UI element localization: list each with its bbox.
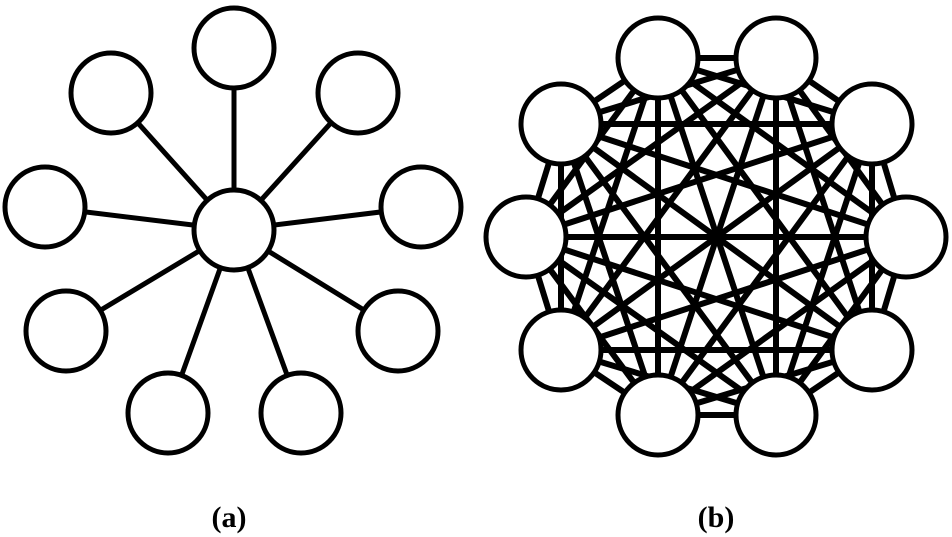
mesh-node-5 bbox=[829, 307, 915, 393]
mesh-nodes bbox=[483, 15, 949, 458]
outer-node-1 bbox=[191, 5, 277, 91]
mesh-edge-3 bbox=[655, 55, 909, 240]
outer-node-6 bbox=[23, 288, 109, 374]
mesh-node-10 bbox=[518, 81, 604, 167]
mesh-node-7 bbox=[615, 372, 701, 458]
mesh-node-3 bbox=[829, 81, 915, 167]
mesh-edge-20 bbox=[773, 121, 875, 418]
mesh-edge-27 bbox=[655, 234, 909, 418]
mesh-edges bbox=[523, 55, 909, 418]
mesh-edge-39 bbox=[558, 121, 779, 418]
mesh-edge-28 bbox=[558, 234, 909, 353]
outer-node-4 bbox=[2, 164, 88, 250]
caption-b: (b) bbox=[698, 501, 735, 534]
outer-node-2 bbox=[68, 50, 154, 136]
outer-node-8 bbox=[125, 370, 211, 456]
star-topology-diagram bbox=[2, 5, 464, 456]
mesh-edge-34 bbox=[523, 234, 875, 353]
mesh-node-4 bbox=[863, 194, 949, 280]
mesh-edge-23 bbox=[523, 121, 875, 240]
mesh-edge-35 bbox=[558, 121, 875, 353]
star-nodes bbox=[2, 5, 464, 456]
outer-node-9 bbox=[258, 370, 344, 456]
mesh-edge-30 bbox=[558, 121, 909, 240]
mesh-node-6 bbox=[733, 372, 819, 458]
mesh-node-9 bbox=[483, 194, 569, 280]
mesh-node-1 bbox=[615, 15, 701, 101]
mesh-edge-16 bbox=[523, 55, 779, 240]
hub-node bbox=[191, 187, 277, 273]
mesh-node-8 bbox=[518, 307, 604, 393]
mesh-topology-diagram bbox=[483, 15, 949, 458]
mesh-edge-42 bbox=[558, 121, 661, 418]
mesh-edge-38 bbox=[523, 234, 779, 418]
outer-node-3 bbox=[315, 50, 401, 136]
outer-node-7 bbox=[355, 288, 441, 374]
mesh-node-2 bbox=[733, 15, 819, 101]
outer-node-5 bbox=[378, 164, 464, 250]
caption-a: (a) bbox=[212, 501, 247, 534]
